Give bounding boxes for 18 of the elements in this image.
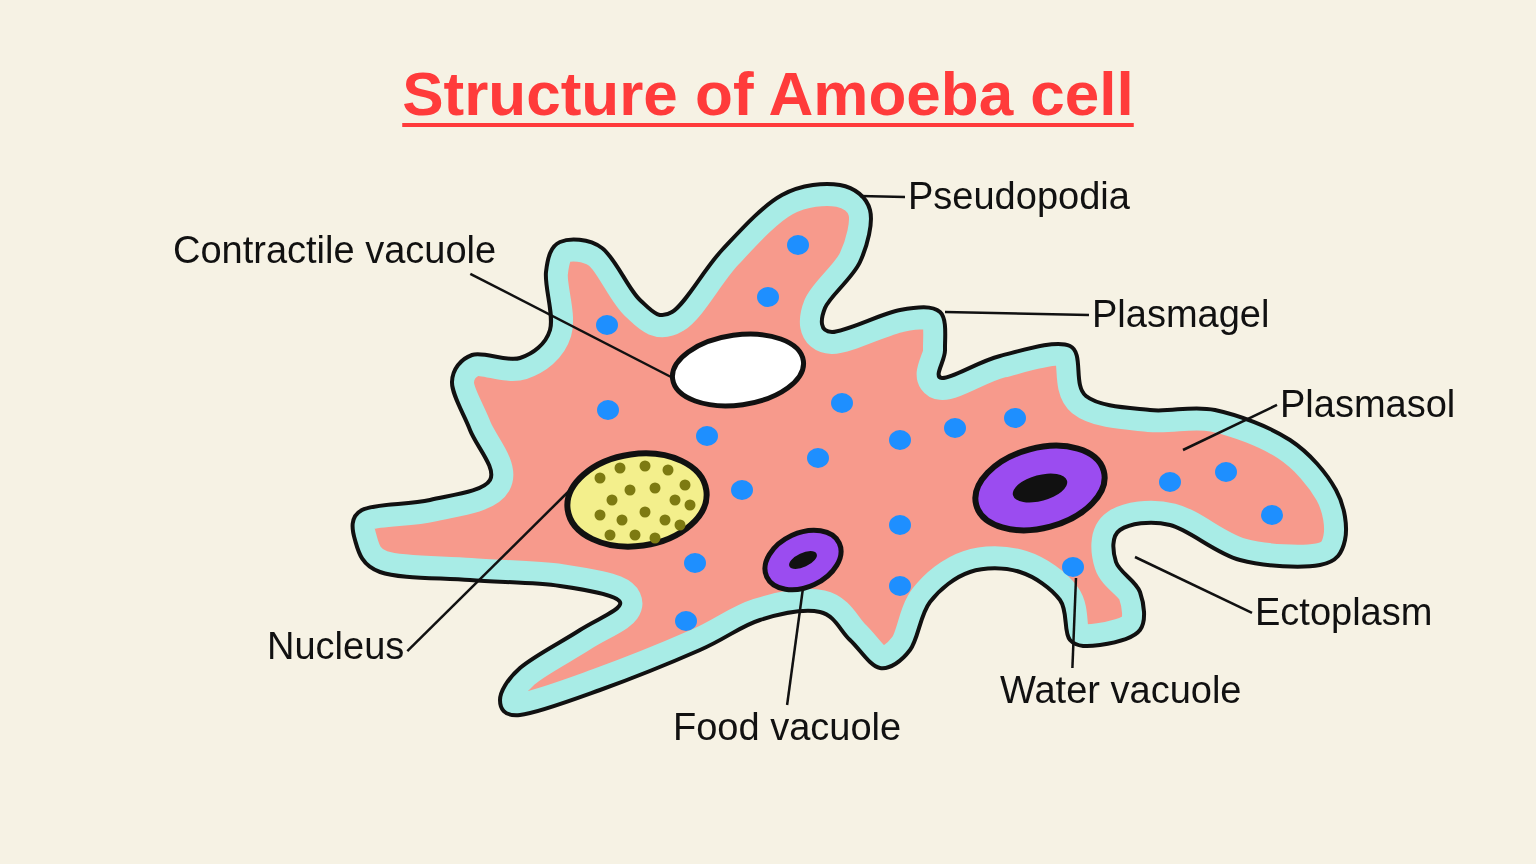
part-label: Water vacuole bbox=[1000, 670, 1242, 712]
part-label: Ectoplasm bbox=[1255, 592, 1433, 634]
part-label: Plasmagel bbox=[1092, 294, 1270, 336]
part-label: Contractile vacuole bbox=[173, 230, 497, 272]
part-label: Pseudopodia bbox=[908, 176, 1130, 218]
part-label: Plasmasol bbox=[1280, 384, 1456, 426]
part-label: Food vacuole bbox=[673, 707, 902, 749]
water-vacuole-dot bbox=[1062, 557, 1084, 577]
part-label: Nucleus bbox=[267, 626, 405, 668]
leader-line bbox=[1182, 403, 1278, 452]
nucleus-drawing bbox=[564, 450, 710, 550]
diagram-title: Structure of Amoeba cell bbox=[402, 59, 1134, 128]
leader-line bbox=[859, 194, 906, 199]
contractile-vacuole-drawing bbox=[670, 331, 806, 409]
leader-line bbox=[1134, 555, 1253, 615]
food-vacuole-drawing bbox=[762, 527, 844, 593]
leader-line bbox=[944, 310, 1090, 317]
leader-line bbox=[406, 489, 571, 652]
